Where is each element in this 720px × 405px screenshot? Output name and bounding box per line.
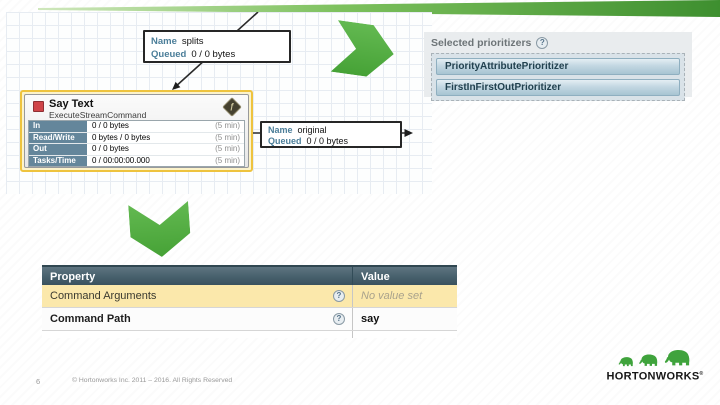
chevron-right-icon [330,20,394,77]
stat-value: 0 / 00:00:00.000 [92,155,150,165]
selected-prioritizers-panel: Selected prioritizers ? PriorityAttribut… [424,32,692,101]
stat-label: Tasks/Time [29,155,87,166]
property-column-header: Property [50,271,96,283]
prioritizer-item[interactable]: FirstInFirstOutPrioritizer [436,79,680,96]
registered-mark: ® [699,371,704,377]
elephant-icon-large [664,350,690,366]
processor-header: Say Text ExecuteStreamCommand ƒ [25,95,248,120]
prioritizer-item[interactable]: PriorityAttributePrioritizer [436,58,680,75]
stopped-state-icon [33,101,44,112]
connection-queued-row: Queued 0 / 0 bytes [151,48,283,61]
stat-value: 0 / 0 bytes [92,121,129,130]
properties-table-header: Property Value [42,265,457,285]
processor-say-text[interactable]: Say Text ExecuteStreamCommand ƒ In 0 / 0… [20,90,253,172]
stat-row-in: In 0 / 0 bytes (5 min) [29,121,244,133]
name-value: splits [181,36,204,47]
property-value: say [361,313,380,325]
connection-label-original[interactable]: Name original Queued 0 / 0 bytes [260,121,402,148]
slide-number: 6 [36,377,41,386]
processor-type: ExecuteStreamCommand [49,110,147,120]
property-value: No value set [361,290,423,302]
help-icon[interactable]: ? [333,313,345,325]
property-name: Command Arguments [50,290,157,302]
properties-table: Property Value Command Arguments ? No va… [42,265,457,338]
hortonworks-wordmark: HORTONWORKS® [607,368,704,383]
connection-label-splits[interactable]: Name splits Queued 0 / 0 bytes [143,30,291,63]
stat-value: 0 / 0 bytes [92,144,129,153]
property-value-cell[interactable]: No value set [352,285,457,307]
processor-title: Say Text [49,98,94,110]
selected-prioritizers-header: Selected prioritizers ? [431,37,685,49]
elephant-icon-small [618,357,633,367]
stat-window: (5 min) [215,155,240,165]
stat-row-taskstime: Tasks/Time 0 / 00:00:00.000 (5 min) [29,155,244,166]
hortonworks-elephants-icon [617,348,693,367]
queued-value: 0 / 0 bytes [306,136,349,146]
queued-label: Queued [151,49,187,60]
connection-name-row: Name splits [151,35,283,48]
name-label: Name [268,125,293,135]
connection-queued-row: Queued 0 / 0 bytes [268,136,394,147]
property-name-cell: Command Arguments ? [42,285,352,307]
help-icon[interactable]: ? [333,290,345,302]
stat-label: Read/Write [29,132,87,143]
queued-value: 0 / 0 bytes [191,49,236,60]
property-row-command-path[interactable]: Command Path ? say [42,308,457,331]
stat-row-readwrite: Read/Write 0 bytes / 0 bytes (5 min) [29,132,244,144]
chevron-down-icon [128,200,191,257]
top-green-band [38,0,720,17]
property-value-cell[interactable]: say [352,308,457,330]
value-column-header: Value [352,267,457,285]
help-icon[interactable]: ? [536,37,549,49]
flow-canvas[interactable]: Name splits Queued 0 / 0 bytes Say Text Ex… [6,12,432,194]
property-name-cell: Command Path ? [42,308,352,330]
selected-prioritizers-label: Selected prioritizers [431,37,532,49]
connection-name-row: Name original [268,125,394,136]
stat-window: (5 min) [215,121,240,130]
name-label: Name [151,36,177,47]
property-name: Command Path [50,313,131,325]
stat-label: Out [29,144,87,155]
stat-label: In [29,121,87,132]
property-row-command-arguments[interactable]: Command Arguments ? No value set [42,285,457,308]
prioritizers-list: PriorityAttributePrioritizer FirstInFirs… [431,53,685,101]
elephant-icon-medium [639,354,658,366]
processor-stats: In 0 / 0 bytes (5 min) Read/Write 0 byte… [28,120,245,167]
logo-text: HORTONWORKS [606,370,700,383]
stat-window: (5 min) [215,132,240,142]
processor-icon-glyph: ƒ [229,101,235,111]
copyright-text: © Hortonworks Inc. 2011 – 2016. All Righ… [72,377,233,384]
processor-body: Say Text ExecuteStreamCommand ƒ In 0 / 0… [24,94,249,168]
stat-window: (5 min) [215,144,240,153]
hortonworks-logo: HORTONWORKS® [600,348,710,383]
stat-row-out: Out 0 / 0 bytes (5 min) [29,144,244,156]
queued-label: Queued [268,136,302,146]
properties-table-partial-row [42,331,457,338]
stat-value: 0 bytes / 0 bytes [92,132,151,142]
name-value: original [297,125,327,135]
